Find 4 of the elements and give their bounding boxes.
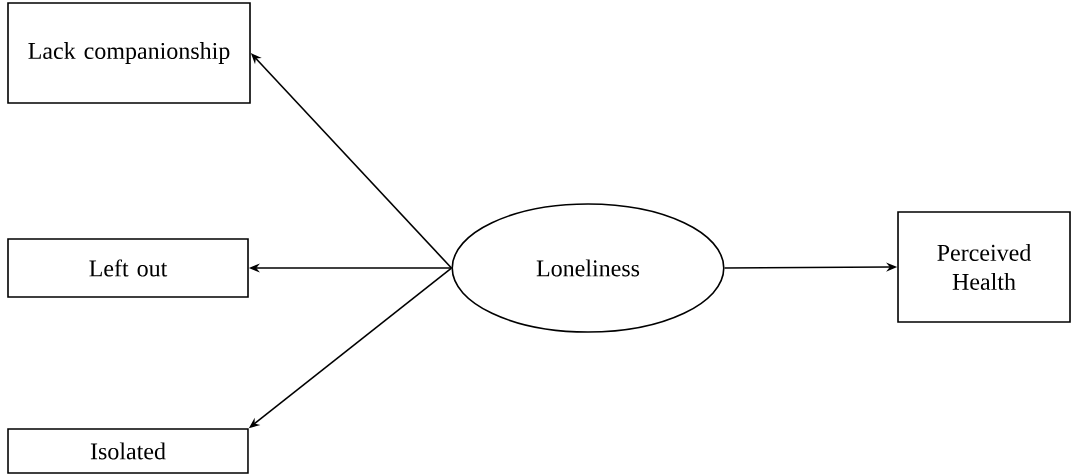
outcome-box: Perceived Health bbox=[897, 211, 1071, 323]
indicator-box: Left out bbox=[7, 238, 249, 298]
indicator-box: Lack companionship bbox=[7, 2, 251, 104]
indicator-box: Isolated bbox=[7, 428, 249, 474]
